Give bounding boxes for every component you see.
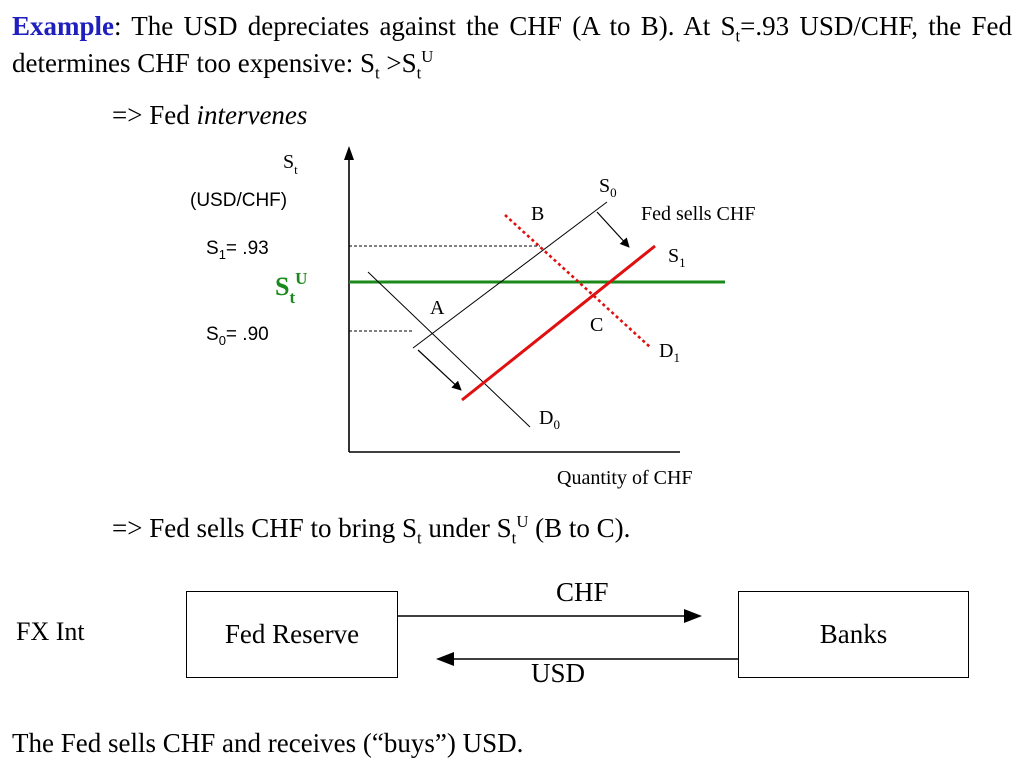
y-unit: (USD/CHF) <box>190 190 287 211</box>
fed-sells-label: Fed sells CHF <box>641 203 755 225</box>
y-axis-arrow-icon <box>344 146 354 160</box>
fx-diagram: St (USD/CHF) S1= .93 StU S0= .90 A B C S… <box>190 146 755 489</box>
x-label: Quantity of CHF <box>557 467 693 489</box>
chf-arrow-icon <box>684 609 702 623</box>
bring-sub-t2: t <box>511 528 517 548</box>
fx-int-label: FX Int <box>16 617 85 646</box>
bring-text-a: => Fed sells CHF to bring S <box>112 513 417 543</box>
chf-flow-label: CHF <box>556 577 609 607</box>
banks-label: Banks <box>819 619 888 649</box>
intervenes-line: => Fed intervenes <box>112 100 307 131</box>
closing-sentence: The Fed sells CHF and receives (“buys”) … <box>12 728 524 758</box>
banks-box: Banks <box>738 591 969 678</box>
point-c-label: C <box>590 314 603 336</box>
intro-sub-t: t <box>735 26 741 46</box>
y-label: St <box>283 151 298 177</box>
bring-under-line: => Fed sells CHF to bring St under StU (… <box>112 512 631 548</box>
intro-text-a: : The USD depreciates against the CHF (A… <box>114 11 736 41</box>
intro-text-c: >S <box>379 48 417 78</box>
bring-sub-t: t <box>417 528 422 548</box>
s0-label: S0= .90 <box>206 324 269 348</box>
fed-reserve-box: Fed Reserve <box>186 591 398 678</box>
usd-arrow-icon <box>436 652 454 666</box>
usd-flow-label: USD <box>531 658 586 688</box>
s1-curve <box>461 244 656 402</box>
d1-curve <box>504 214 651 348</box>
intro-text-b: =.93 USD/CHF, the Fed determines CHF too… <box>12 11 1012 78</box>
bring-text-b: under S <box>421 513 512 543</box>
d0-curve <box>367 271 531 428</box>
point-b-label: B <box>531 203 544 225</box>
s0-curve-label: S0 <box>599 175 617 200</box>
fed-reserve-label: Fed Reserve <box>224 619 360 649</box>
bring-text-c: (B to C). <box>528 513 631 543</box>
d1-curve-label: D1 <box>659 340 680 365</box>
intro-paragraph: Example: The USD depreciates against the… <box>12 8 1012 82</box>
point-a-label: A <box>430 297 445 319</box>
st-upper-label: StU <box>275 269 307 307</box>
s1-curve-label: S1 <box>668 245 686 270</box>
s1-label: S1= .93 <box>206 238 269 262</box>
example-label: Example <box>12 11 115 41</box>
s-shift-arrow-icon <box>596 211 630 248</box>
bring-sup-u: U <box>516 512 529 531</box>
intro-sup-u: U <box>421 47 434 66</box>
intro-sub-t3: t <box>416 63 422 83</box>
d-shift-arrow-icon <box>417 349 462 391</box>
d0-curve-label: D0 <box>539 407 560 432</box>
s0-curve <box>412 201 608 349</box>
intervenes-prefix: => Fed <box>112 100 197 130</box>
intervenes-word: intervenes <box>196 100 308 130</box>
intro-sub-t2: t <box>374 63 380 83</box>
